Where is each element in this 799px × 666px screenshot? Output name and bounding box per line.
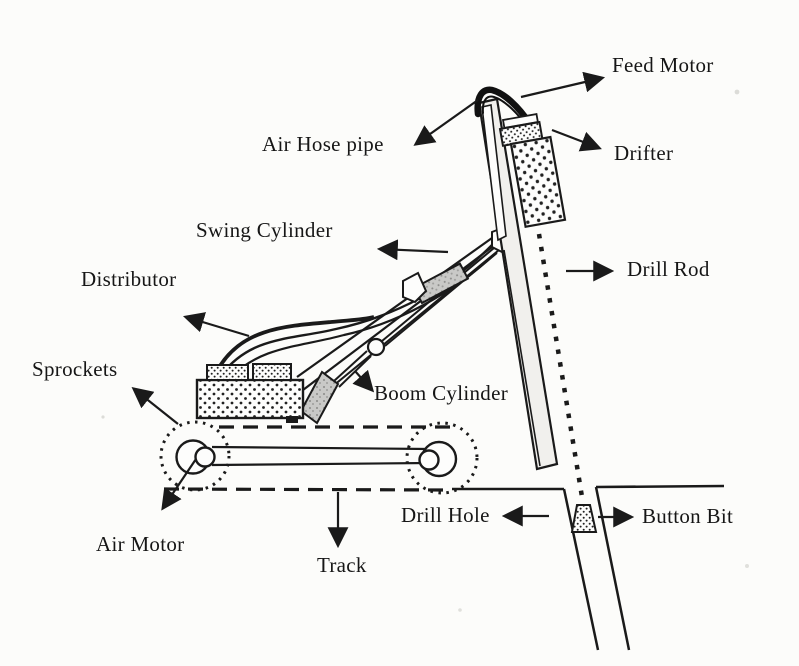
button-bit-label: Button Bit: [642, 504, 734, 528]
air-motor-label: Air Motor: [96, 532, 185, 556]
distributor-arrow: [182, 312, 250, 338]
air-hose-pipe-arrow: [413, 99, 479, 146]
ground-line: [452, 484, 725, 491]
button-bit: [570, 504, 598, 533]
drifter-label: Drifter: [614, 141, 674, 165]
feed-motor-arrow: [520, 71, 606, 99]
distributor-block-left: [206, 364, 249, 381]
distributor-label: Distributor: [81, 267, 177, 291]
swing-cylinder-arrow: [376, 239, 449, 261]
drifter: [498, 113, 567, 228]
drill-hole-label: Drill Hole: [401, 503, 490, 527]
track-label: Track: [317, 553, 367, 577]
track: [163, 425, 455, 492]
feed-motor-label: Feed Motor: [612, 53, 714, 77]
drill-hole: [562, 486, 631, 651]
distributor-block-right: [252, 363, 292, 381]
drill-rod-label: Drill Rod: [627, 257, 710, 281]
air-motor-arrow: [161, 458, 197, 511]
machine-body: [195, 363, 305, 423]
sprockets-label: Sprockets: [32, 357, 118, 381]
boom-cylinder: [299, 247, 498, 425]
air-hose-pipe-label: Air Hose pipe: [262, 132, 384, 156]
mast: [477, 97, 559, 471]
sprocket-left: [159, 420, 231, 492]
drifter-arrow: [551, 128, 602, 152]
track-frame: [211, 445, 430, 467]
scan-specks: [86, 89, 749, 612]
swing-cylinder-label: Swing Cylinder: [196, 218, 333, 242]
boom-cylinder-arrow: [352, 369, 375, 393]
swing-cylinder: [402, 262, 470, 305]
boom-pivot-joint: [366, 337, 386, 357]
sprocket-right: [405, 421, 479, 495]
sprockets-arrow: [131, 387, 179, 425]
boom-cylinder-label: Boom Cylinder: [374, 381, 508, 405]
